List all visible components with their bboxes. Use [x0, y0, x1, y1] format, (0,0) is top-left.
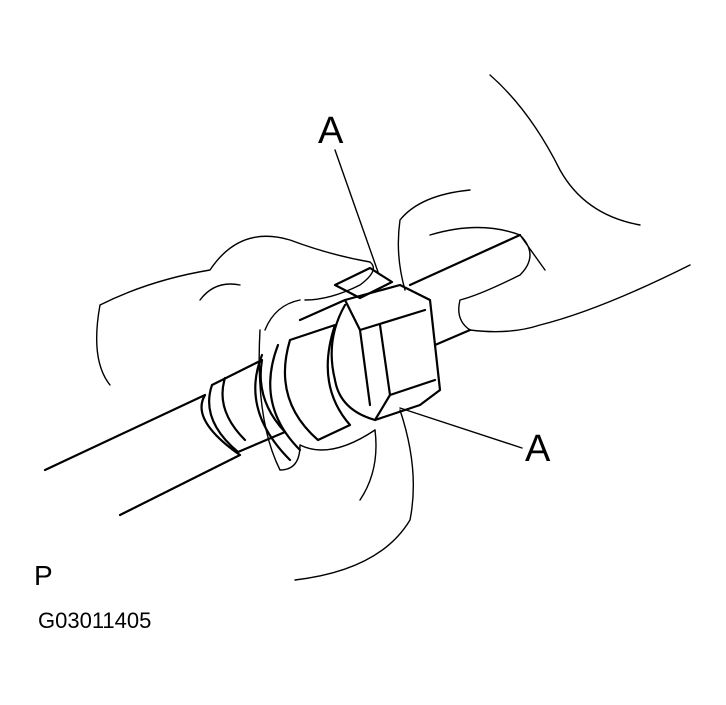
- leader-line-top: [334, 149, 379, 273]
- view-label: P: [34, 560, 53, 591]
- callout-a-right: A: [525, 428, 551, 470]
- right-hand: [294, 74, 691, 581]
- quick-connector: [298, 283, 442, 422]
- connector-tab: [333, 266, 394, 300]
- callout-a-top: A: [318, 110, 344, 152]
- right-hose: [408, 233, 522, 347]
- figure-code: G03011405: [38, 608, 152, 633]
- fitting-ring: [254, 323, 352, 462]
- left-hand: [96, 235, 376, 471]
- leader-line-right: [399, 407, 523, 449]
- left-hose: [43, 393, 242, 517]
